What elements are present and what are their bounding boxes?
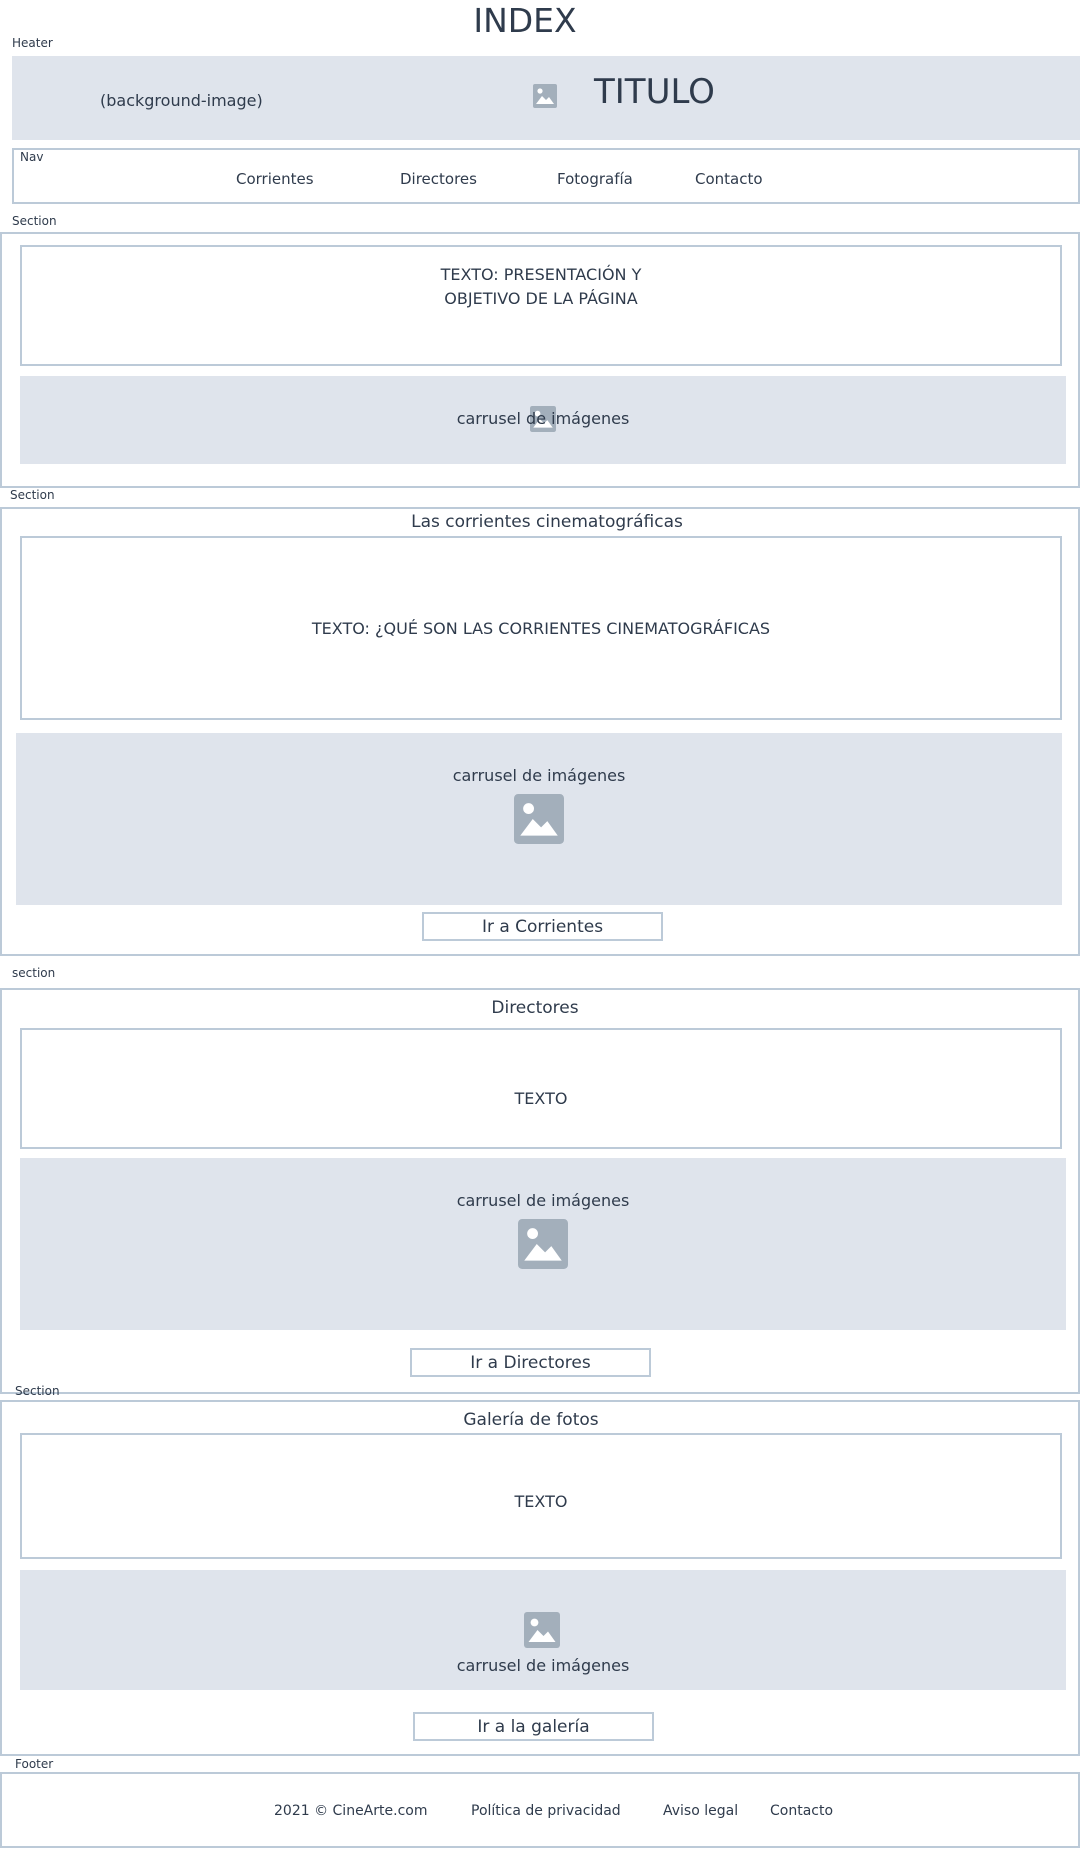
intro-text-box: TEXTO: PRESENTACIÓN Y OBJETIVO DE LA PÁG…	[20, 245, 1062, 366]
section-directores: Directores TEXTO carrusel de imágenes Ir…	[0, 988, 1080, 1394]
image-icon	[533, 84, 557, 108]
corrientes-text-box: TEXTO: ¿QUÉ SON LAS CORRIENTES CINEMATOG…	[20, 536, 1062, 720]
copyright-text: 2021 © CineArte.com	[274, 1803, 428, 1819]
image-icon	[518, 1219, 568, 1269]
nav-link-contacto[interactable]: Contacto	[695, 170, 763, 188]
intro-text: TEXTO: PRESENTACIÓN Y OBJETIVO DE LA PÁG…	[440, 265, 642, 308]
header-tag: Heater	[12, 36, 53, 50]
nav-bar: Nav Corrientes Directores Fotografía Con…	[12, 148, 1080, 204]
galeria-text: TEXTO	[514, 1491, 568, 1511]
section-tag: section	[12, 966, 56, 980]
header-banner: (background-image) TITULO	[12, 56, 1080, 140]
intro-carousel: carrusel de imágenes	[20, 376, 1066, 464]
directores-carousel: carrusel de imágenes	[20, 1158, 1066, 1330]
section-tag: Section	[15, 1384, 60, 1398]
footer: 2021 © CineArte.com Política de privacid…	[0, 1772, 1080, 1848]
carousel-label: carrusel de imágenes	[452, 766, 626, 785]
image-icon	[524, 1612, 560, 1648]
section-heading: Directores	[491, 998, 579, 1018]
galeria-carousel: carrusel de imágenes	[20, 1570, 1066, 1690]
footer-link-privacy[interactable]: Política de privacidad	[471, 1803, 621, 1819]
corrientes-carousel: carrusel de imágenes	[16, 733, 1062, 905]
nav-link-corrientes[interactable]: Corrientes	[236, 170, 314, 188]
go-to-directores-button[interactable]: Ir a Directores	[410, 1348, 651, 1377]
section-tag: Section	[10, 488, 55, 502]
section-galeria: Galería de fotos TEXTO carrusel de imáge…	[0, 1400, 1080, 1756]
carousel-label: carrusel de imágenes	[456, 1656, 630, 1675]
section-corrientes: Las corrientes cinematográficas TEXTO: ¿…	[0, 507, 1080, 956]
footer-link-contact[interactable]: Contacto	[770, 1803, 834, 1819]
go-to-corrientes-button[interactable]: Ir a Corrientes	[422, 912, 663, 941]
galeria-text-box: TEXTO	[20, 1433, 1062, 1559]
carousel-label: carrusel de imágenes	[456, 1191, 630, 1210]
image-icon	[530, 406, 556, 432]
go-to-gallery-button[interactable]: Ir a la galería	[413, 1712, 654, 1741]
carousel-label: carrusel de imágenes	[456, 409, 630, 428]
page-title: INDEX	[473, 0, 577, 40]
directores-text-box: TEXTO	[20, 1028, 1062, 1149]
nav-link-directores[interactable]: Directores	[400, 170, 477, 188]
background-image-label: (background-image)	[100, 91, 263, 110]
section-heading: Galería de fotos	[463, 1410, 599, 1430]
directores-text: TEXTO	[514, 1089, 568, 1108]
section-intro: TEXTO: PRESENTACIÓN Y OBJETIVO DE LA PÁG…	[0, 232, 1080, 488]
nav-link-fotografia[interactable]: Fotografía	[557, 170, 633, 188]
section-tag: Section	[12, 214, 57, 228]
image-icon	[514, 794, 564, 844]
site-title: TITULO	[594, 72, 715, 112]
corrientes-text: TEXTO: ¿QUÉ SON LAS CORRIENTES CINEMATOG…	[311, 618, 771, 638]
section-heading: Las corrientes cinematográficas	[411, 512, 683, 532]
footer-link-legal[interactable]: Aviso legal	[663, 1803, 739, 1819]
footer-tag: Footer	[15, 1757, 54, 1771]
nav-tag: Nav	[20, 150, 44, 164]
